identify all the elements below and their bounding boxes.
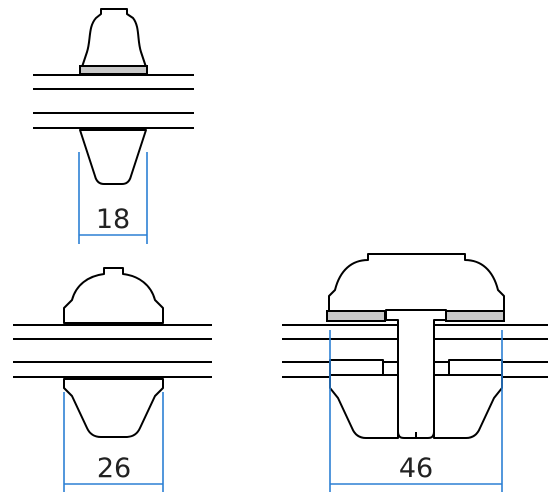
panel-layers-medium: [13, 324, 212, 378]
gasket-small: [79, 65, 148, 75]
fastener-head-large: [328, 253, 505, 313]
gasket-large-left: [326, 310, 386, 322]
gasket-large-right: [445, 310, 505, 322]
fastener-tip-medium: [63, 378, 164, 438]
dimension-medium: [63, 392, 164, 492]
fastener-stem-large: [385, 309, 447, 439]
dimension-label-medium: 26: [97, 453, 131, 484]
fastener-tip-small: [79, 129, 147, 185]
dimension-large: [329, 330, 503, 492]
panel-layers-small: [33, 74, 194, 129]
fastener-barb-large-left: [329, 359, 384, 376]
dimension-small: [78, 152, 148, 244]
fastener-barb-large-right: [448, 359, 503, 376]
dimension-label-small: 18: [96, 204, 130, 235]
fastener-head-medium: [63, 267, 164, 324]
dimension-label-large: 46: [399, 453, 433, 484]
fastener-head-small: [81, 8, 147, 68]
fastener-leg-large-left: [329, 374, 399, 439]
fastener-small: 18: [33, 8, 194, 244]
fastener-leg-large-right: [433, 374, 503, 439]
fastener-medium: 26: [13, 267, 212, 492]
fastener-large: 46: [282, 253, 548, 492]
